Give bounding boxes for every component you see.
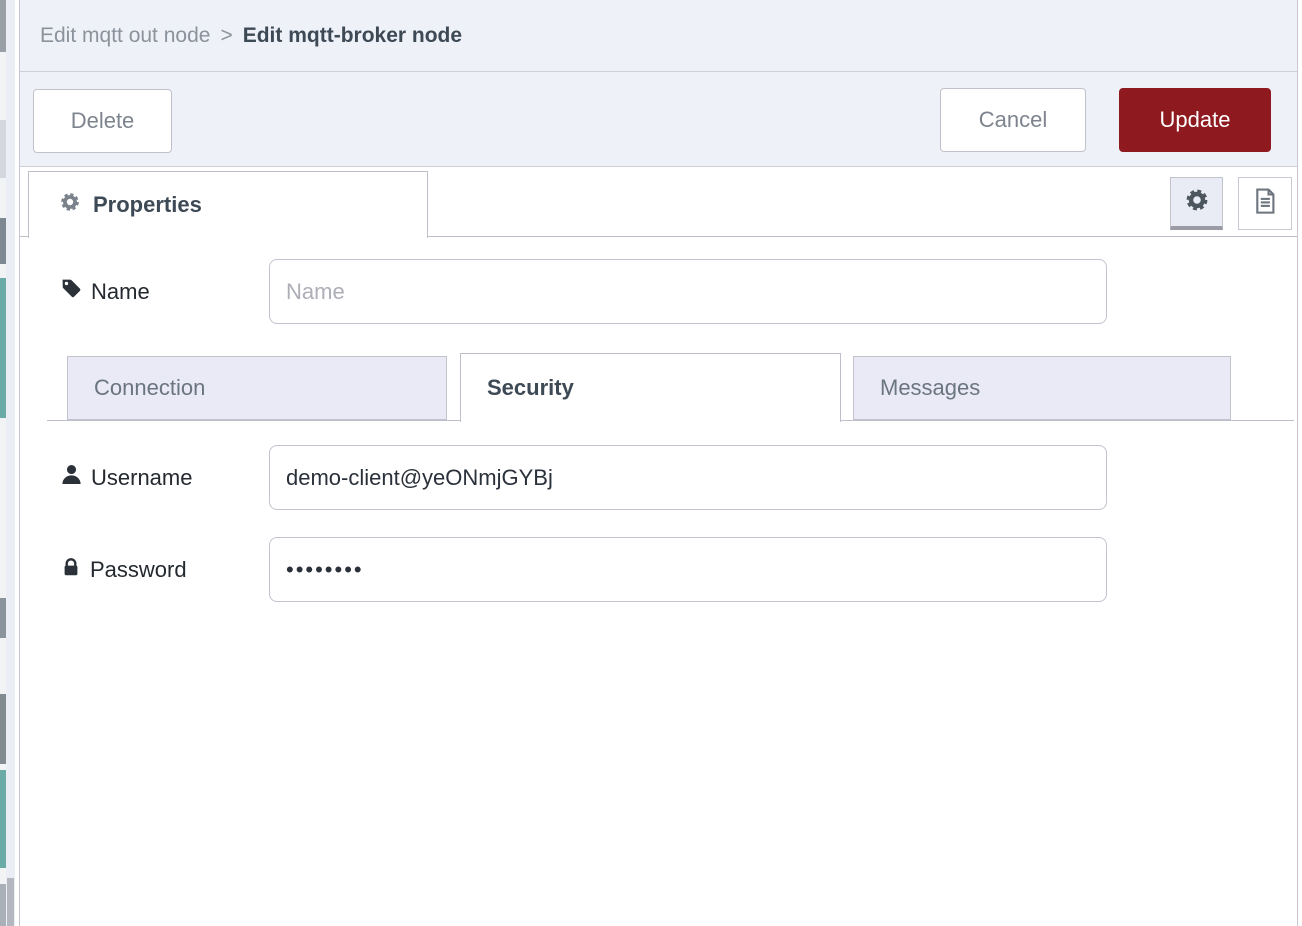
password-input[interactable] xyxy=(269,537,1107,602)
name-label-text: Name xyxy=(91,278,150,304)
gear-icon xyxy=(1184,187,1210,218)
palette-node-fragment xyxy=(0,598,6,638)
tab-connection-label: Connection xyxy=(94,375,206,400)
tab-properties-label: Properties xyxy=(93,192,202,217)
password-label-text: Password xyxy=(90,556,187,582)
document-icon xyxy=(1251,187,1279,220)
palette-node-fragment xyxy=(0,694,6,764)
workspace-underlay xyxy=(0,0,19,926)
dialog-button-bar: Delete Cancel Update xyxy=(20,72,1297,167)
breadcrumb-current: Edit mqtt-broker node xyxy=(242,23,463,47)
edit-properties-button[interactable] xyxy=(1170,177,1223,230)
cancel-button[interactable]: Cancel xyxy=(940,88,1086,152)
scrollbar-track xyxy=(6,0,15,926)
update-button[interactable]: Update xyxy=(1119,88,1271,152)
description-button[interactable] xyxy=(1238,177,1292,230)
palette-node-fragment xyxy=(0,218,6,264)
dialog-content: Name Connection Security Messages xyxy=(20,237,1297,926)
delete-button[interactable]: Delete xyxy=(33,89,172,153)
editor-tab-bar: Properties xyxy=(20,167,1297,238)
tab-messages-label: Messages xyxy=(880,375,981,400)
tab-properties[interactable]: Properties xyxy=(28,171,428,238)
tab-connection[interactable]: Connection xyxy=(67,356,447,420)
tab-messages[interactable]: Messages xyxy=(853,356,1231,420)
palette-node-fragment xyxy=(0,0,6,52)
dialog-header: Edit mqtt out node > Edit mqtt-broker no… xyxy=(20,0,1297,72)
scrollbar-thumb[interactable] xyxy=(7,878,14,926)
name-label: Name xyxy=(61,259,150,324)
tab-security-label: Security xyxy=(487,375,574,400)
breadcrumb-separator: > xyxy=(220,23,233,47)
name-input[interactable] xyxy=(269,259,1107,324)
username-label: Username xyxy=(61,445,192,510)
user-icon xyxy=(61,464,82,491)
gear-icon xyxy=(59,191,81,219)
tab-security[interactable]: Security xyxy=(460,353,841,422)
broker-tab-bar: Connection Security Messages xyxy=(47,353,1294,422)
lock-icon xyxy=(61,557,81,583)
palette-node-fragment xyxy=(0,120,6,178)
username-input[interactable] xyxy=(269,445,1107,510)
palette-node-fragment xyxy=(0,884,6,926)
edit-node-dialog: Edit mqtt out node > Edit mqtt-broker no… xyxy=(19,0,1298,926)
tag-icon xyxy=(61,278,82,305)
breadcrumb-parent[interactable]: Edit mqtt out node xyxy=(40,23,211,47)
palette-node-fragment xyxy=(0,770,6,868)
username-label-text: Username xyxy=(91,464,193,490)
password-label: Password xyxy=(61,537,187,602)
palette-strip xyxy=(0,0,6,926)
palette-node-fragment xyxy=(0,278,6,418)
